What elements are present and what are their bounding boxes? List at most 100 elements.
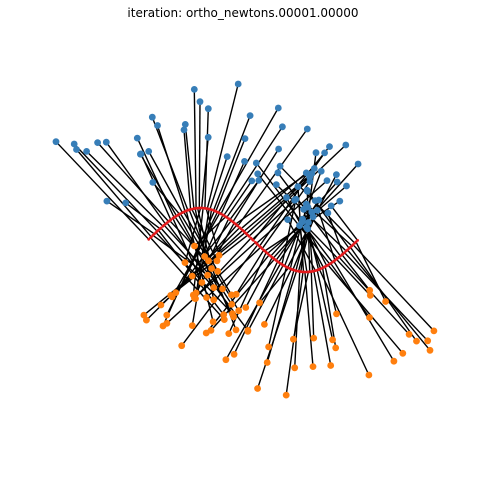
upper-point bbox=[312, 149, 320, 157]
upper-point bbox=[180, 126, 188, 134]
upper-point bbox=[196, 98, 204, 106]
projection-line bbox=[252, 146, 331, 241]
lower-point bbox=[228, 301, 236, 308]
lower-point bbox=[232, 290, 240, 298]
projection-line bbox=[292, 271, 310, 340]
lower-point bbox=[327, 362, 335, 369]
upper-point bbox=[336, 197, 344, 205]
lower-point bbox=[382, 298, 389, 305]
projection-line bbox=[206, 83, 239, 209]
projection-line bbox=[321, 267, 337, 349]
upper-point bbox=[248, 177, 256, 185]
lower-point bbox=[232, 326, 240, 334]
upper-point bbox=[148, 113, 156, 121]
upper-point bbox=[234, 80, 242, 88]
lower-point bbox=[167, 292, 175, 299]
curve-point bbox=[147, 237, 151, 241]
projection-line bbox=[225, 263, 282, 361]
lower-point bbox=[235, 307, 243, 315]
curve-point bbox=[247, 234, 251, 238]
projection-line bbox=[327, 212, 344, 255]
upper-point bbox=[294, 183, 302, 191]
upper-point bbox=[204, 133, 212, 141]
lower-point bbox=[366, 286, 374, 294]
lower-point bbox=[203, 294, 210, 301]
lower-point bbox=[178, 342, 186, 350]
upper-point bbox=[279, 123, 286, 131]
lower-point bbox=[399, 349, 407, 357]
projection-line bbox=[247, 264, 284, 332]
upper-point bbox=[343, 182, 350, 190]
lower-point bbox=[290, 335, 297, 343]
upper-point bbox=[145, 148, 153, 155]
upper-point bbox=[246, 112, 254, 119]
upper-point bbox=[300, 205, 307, 213]
lower-point bbox=[188, 272, 196, 280]
projection-line bbox=[277, 172, 341, 257]
curve-point bbox=[190, 207, 194, 211]
upper-point bbox=[327, 202, 335, 210]
lower-point bbox=[282, 391, 290, 399]
lower-point bbox=[201, 253, 209, 260]
upper-point bbox=[276, 162, 284, 170]
curve-point bbox=[169, 218, 173, 222]
lower-point bbox=[309, 363, 317, 370]
lower-point bbox=[191, 294, 198, 302]
upper-point bbox=[103, 197, 111, 205]
lower-point bbox=[244, 327, 252, 335]
lower-point bbox=[214, 267, 222, 275]
curve-point bbox=[251, 238, 255, 242]
lower-point bbox=[222, 356, 230, 364]
projection-line bbox=[139, 153, 178, 217]
lower-point bbox=[225, 330, 233, 337]
upper-point bbox=[274, 169, 282, 177]
projection-line bbox=[86, 150, 164, 227]
lower-point bbox=[205, 257, 212, 265]
projection-line bbox=[232, 148, 280, 223]
lower-point bbox=[230, 313, 238, 321]
lower-point bbox=[209, 318, 217, 326]
projection-line bbox=[152, 181, 180, 215]
projection-line bbox=[193, 89, 197, 209]
projection-line bbox=[327, 264, 404, 354]
lower-point bbox=[210, 284, 218, 291]
projection-line bbox=[73, 143, 158, 232]
projection-line bbox=[193, 237, 252, 299]
upper-point bbox=[333, 178, 341, 186]
upper-point bbox=[255, 177, 263, 184]
projection-line bbox=[313, 270, 332, 366]
projection-line bbox=[355, 241, 387, 302]
upper-point bbox=[52, 138, 60, 146]
upper-point bbox=[83, 148, 90, 155]
projection-line bbox=[279, 165, 356, 244]
projection-line bbox=[257, 173, 331, 265]
lower-point bbox=[219, 285, 226, 293]
figure-title: iteration: ortho_newtons.00001.00000 bbox=[127, 6, 359, 20]
upper-point bbox=[342, 141, 350, 149]
lower-point bbox=[208, 265, 216, 272]
projection-line bbox=[183, 129, 192, 210]
lower-point bbox=[172, 289, 180, 296]
projection-line bbox=[352, 244, 435, 332]
upper-point bbox=[149, 179, 157, 186]
upper-point bbox=[303, 125, 311, 133]
lower-point bbox=[291, 364, 299, 372]
upper-point bbox=[311, 197, 319, 205]
lower-points bbox=[140, 242, 438, 399]
lower-point bbox=[213, 257, 221, 265]
lower-point bbox=[405, 330, 413, 338]
lower-point bbox=[220, 311, 228, 319]
upper-point bbox=[317, 167, 325, 175]
projection-line bbox=[316, 269, 334, 340]
upper-point bbox=[241, 135, 249, 143]
projection-line bbox=[184, 124, 195, 209]
projection-line bbox=[217, 107, 279, 213]
lower-point bbox=[230, 350, 238, 358]
curve-point bbox=[299, 270, 303, 274]
projection-line bbox=[335, 258, 371, 296]
projection-lines bbox=[55, 83, 435, 396]
projection-line bbox=[341, 254, 371, 291]
lower-point bbox=[163, 319, 171, 327]
projection-line bbox=[330, 205, 359, 241]
projection-line bbox=[259, 267, 290, 304]
